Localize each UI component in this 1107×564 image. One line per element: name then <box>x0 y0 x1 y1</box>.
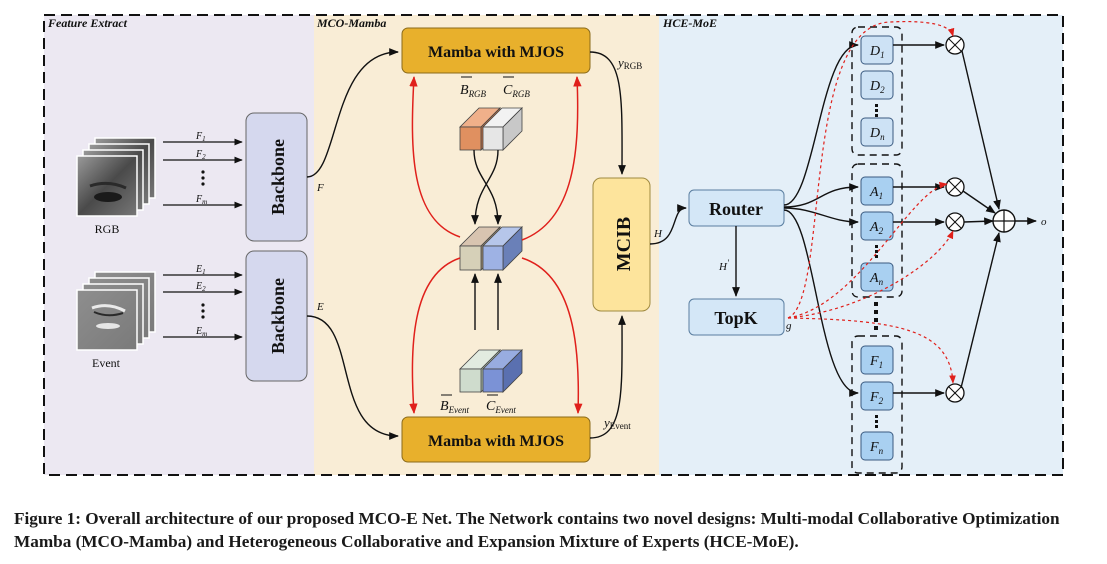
multiply-node <box>945 383 965 403</box>
svg-text:Fn: Fn <box>869 440 884 456</box>
bc-rgb-label: BRGB CRGB <box>460 76 530 99</box>
svg-text:Mamba with MJOS: Mamba with MJOS <box>428 44 564 61</box>
feature-extract-title: Feature Extract <box>47 16 128 30</box>
y-event-label: yEvent <box>602 415 631 431</box>
expert-d-1: D1 <box>860 35 894 65</box>
expert-d-n: Dn <box>860 117 894 147</box>
figure-caption: Figure 1: Overall architecture of our pr… <box>14 509 1060 551</box>
hce-moe-title: HCE-MoE <box>662 16 717 30</box>
mamba-block-top: Mamba with MJOS <box>401 27 591 74</box>
h-signal-label: H <box>653 228 663 240</box>
bc-fused-cubes <box>459 226 523 271</box>
rgb-feature-1: F1 <box>195 131 206 143</box>
expert-ellipsis-dot <box>875 425 878 428</box>
expert-group-f <box>851 335 903 474</box>
expert-f-1: F1 <box>860 345 894 375</box>
sum-node <box>992 209 1016 233</box>
router-to-experts-arrows <box>783 41 859 397</box>
expert-a-1: A1 <box>860 176 894 206</box>
bc-event-cubes <box>459 349 523 393</box>
rgb-image-stack <box>76 137 156 217</box>
mamba-block-bottom: Mamba with MJOS <box>401 416 591 463</box>
y-rgb-label: yRGB <box>616 55 642 71</box>
architecture-diagram: Feature Extract MCO-Mamba HCE-MoE RGB Ev… <box>43 14 1064 476</box>
bc-event-label: BEvent CEvent <box>440 394 516 415</box>
svg-text:TopK: TopK <box>714 308 757 328</box>
expert-f-n: Fn <box>860 431 894 461</box>
expert-to-multiply-arrows <box>893 41 945 397</box>
svg-text:Backbone: Backbone <box>268 139 288 215</box>
mcib-block: MCIB <box>592 177 651 312</box>
output-label: o <box>1041 216 1047 228</box>
multiply-node <box>945 212 965 232</box>
expert-group-separator-dots <box>874 302 878 330</box>
expert-ellipsis-dot <box>875 255 878 258</box>
svg-text:Mamba with MJOS: Mamba with MJOS <box>428 433 564 450</box>
svg-text:CRGB: CRGB <box>503 83 530 99</box>
expert-group-a <box>851 163 903 298</box>
expert-d-2: D2 <box>860 70 894 100</box>
svg-text:CEvent: CEvent <box>486 399 516 415</box>
gating-dotted-arrows <box>787 20 956 384</box>
outer-dashed-border <box>43 14 1064 476</box>
svg-text:BEvent: BEvent <box>440 399 470 415</box>
y-event-arrow <box>589 315 626 439</box>
svg-text:A1: A1 <box>869 185 883 201</box>
e-to-mamba-bottom-arrow <box>306 315 399 440</box>
expert-ellipsis-dot <box>875 109 878 112</box>
event-feature-arrows <box>163 271 243 341</box>
h-arrow <box>649 204 687 245</box>
multiply-node <box>945 177 965 197</box>
f-to-mamba-top-arrow <box>306 48 399 178</box>
mco-mamba-title: MCO-Mamba <box>316 16 386 30</box>
svg-text:Router: Router <box>709 199 763 219</box>
multiply-node <box>945 35 965 55</box>
backbone-rgb: Backbone <box>245 112 308 242</box>
expert-ellipsis-dot <box>875 245 878 248</box>
feature-extract-panel <box>44 15 314 475</box>
svg-text:MCIB: MCIB <box>613 217 635 271</box>
event-image-stack <box>76 271 156 351</box>
e-signal-label: E <box>316 301 324 313</box>
svg-text:A2: A2 <box>869 220 884 236</box>
expert-group-d <box>851 26 903 156</box>
topk-block: TopK <box>688 298 785 336</box>
bc-rgb-cubes <box>459 107 523 151</box>
svg-text:BRGB: BRGB <box>460 83 487 99</box>
expert-ellipsis-dot <box>875 420 878 423</box>
svg-text:Dn: Dn <box>869 126 885 142</box>
svg-text:F2: F2 <box>869 390 884 406</box>
event-feature-2: E2 <box>195 281 206 293</box>
expert-a-2: A2 <box>860 211 894 241</box>
rgb-feature-2: F2 <box>195 149 206 161</box>
f-signal-label: F <box>316 182 324 194</box>
expert-ellipsis-dot <box>875 250 878 253</box>
event-feature-1: E1 <box>195 264 206 276</box>
expert-f-2: F2 <box>860 381 894 411</box>
y-rgb-arrow <box>589 51 626 175</box>
svg-text:F1: F1 <box>869 354 883 370</box>
expert-a-n: An <box>860 262 894 292</box>
multiply-nodes <box>945 35 965 403</box>
svg-text:An: An <box>869 271 884 287</box>
backbone-event: Backbone <box>245 250 308 382</box>
cube-flow-arrows <box>471 149 502 330</box>
rgb-feature-m: Fm <box>195 194 207 206</box>
rgb-feature-arrows <box>163 138 243 209</box>
svg-text:D2: D2 <box>869 79 885 95</box>
router-block: Router <box>688 189 785 227</box>
event-feature-m: Em <box>195 326 207 338</box>
rgb-label: RGB <box>95 222 120 236</box>
h-prime-label: H′ <box>718 258 730 273</box>
svg-text:D1: D1 <box>869 44 885 60</box>
red-mjos-arrows <box>409 75 583 415</box>
event-label: Event <box>92 356 121 370</box>
expert-ellipsis-dot <box>875 104 878 107</box>
expert-ellipsis-dot <box>875 114 878 117</box>
svg-text:Backbone: Backbone <box>268 278 288 354</box>
expert-ellipsis-dot <box>875 415 878 418</box>
g-signal-label: g <box>786 320 792 332</box>
multiply-to-sum-arrows <box>960 50 1001 389</box>
